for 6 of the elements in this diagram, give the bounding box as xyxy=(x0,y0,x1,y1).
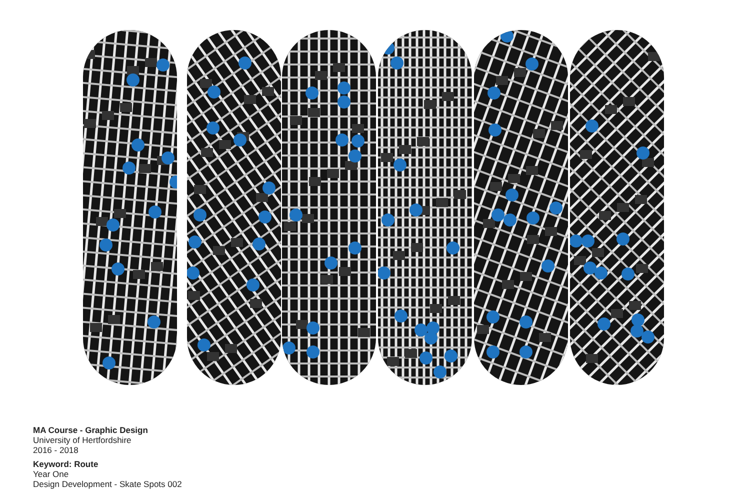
heading-text: MA Course - Graphic Design xyxy=(33,425,148,435)
caption-text: University of Hertfordshire xyxy=(33,435,132,445)
caption-text: 2016 - 2018 xyxy=(33,445,78,455)
caption-text: Year One xyxy=(33,469,69,479)
heading-text: Keyword: Route xyxy=(33,459,98,469)
caption-text: Design Development - Skate Spots 002 xyxy=(33,479,182,489)
